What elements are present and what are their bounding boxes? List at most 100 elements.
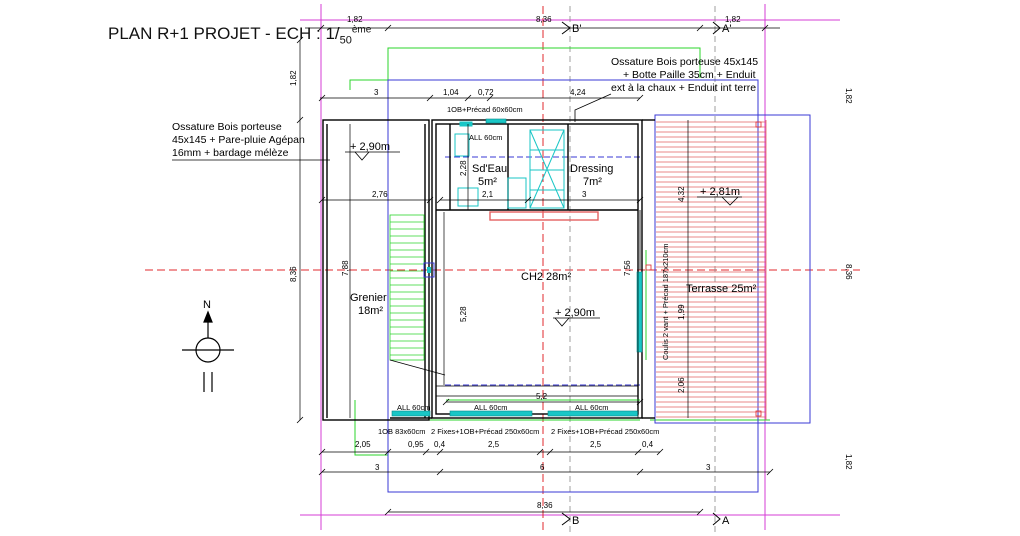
windows bbox=[391, 118, 643, 417]
dimension-tick bbox=[766, 468, 774, 476]
terrace-hatching bbox=[656, 120, 767, 420]
dimension-tick bbox=[426, 196, 434, 204]
dim-right-cut-b: 8,36 bbox=[844, 264, 853, 280]
plan-title: PLAN R+1 PROJET - ECH : 1/50ème bbox=[108, 24, 371, 46]
room-ch2-label: CH2 28m² bbox=[521, 271, 571, 283]
dimension-tick bbox=[384, 508, 392, 516]
room-dressing-name: Dressing bbox=[570, 163, 613, 175]
dimension-tick bbox=[524, 196, 532, 204]
note-right-wall: Ossature Bois porteuse 45x145 + Botte Pa… bbox=[574, 56, 758, 122]
dimension-tick bbox=[696, 508, 704, 516]
section-mark-b-bottom: B bbox=[561, 512, 579, 527]
dimension-tick bbox=[384, 448, 392, 456]
dimension-tick bbox=[296, 416, 304, 424]
dim-top-left: 1,82 bbox=[347, 15, 363, 24]
section-mark-a-bottom: A bbox=[712, 512, 730, 527]
dimension-tick bbox=[696, 24, 704, 32]
dim-199: 1,99 bbox=[677, 304, 686, 320]
stairs bbox=[389, 214, 446, 376]
level-marker-terrasse: + 2,81m bbox=[697, 186, 742, 206]
dim-432: 4,32 bbox=[677, 186, 686, 202]
dim-bb-6: 6 bbox=[540, 463, 545, 472]
dimension-tick bbox=[436, 468, 444, 476]
dim-bb-3b: 3 bbox=[706, 463, 711, 472]
note-left-wall: Ossature Bois porteuse 45x145 + Pare-plu… bbox=[172, 121, 330, 161]
note-left-line-3: 16mm + bardage mélèze bbox=[172, 147, 289, 159]
dim-104: 1,04 bbox=[443, 88, 459, 97]
dim-right-cut-c: 1,82 bbox=[844, 454, 853, 470]
room-sdeau-name: Sd'Eau bbox=[472, 163, 507, 175]
dim-52: 5,2 bbox=[536, 392, 548, 401]
section-a-top-label: A' bbox=[722, 23, 731, 35]
dimension-tick bbox=[636, 468, 644, 476]
dim-bottom-total: 8,36 bbox=[537, 501, 553, 510]
dimension-tick bbox=[318, 196, 326, 204]
dimension-tick bbox=[318, 448, 326, 456]
dim-b-04b: 0,4 bbox=[642, 440, 654, 449]
dimension-tick bbox=[636, 398, 644, 406]
level-marker-grenier: + 2,90m bbox=[345, 141, 400, 161]
dim-228: 2,28 bbox=[459, 160, 468, 176]
dim-788: 7,88 bbox=[341, 260, 350, 276]
section-b-bottom-label: B bbox=[572, 515, 579, 527]
dimension-tick bbox=[436, 448, 444, 456]
dim-206: 2,06 bbox=[677, 377, 686, 393]
grey-axis-lines bbox=[569, 6, 716, 532]
level-marker-ch2: + 2,90m bbox=[553, 307, 600, 327]
dim-21: 2,1 bbox=[482, 190, 494, 199]
section-a-bottom-label: A bbox=[722, 515, 730, 527]
window-coulis-label: Coulis 2 vant + Précad 187x210cm bbox=[661, 243, 670, 360]
window-all-grenier-label: ALL 60cm bbox=[397, 403, 431, 412]
dimension-tick bbox=[318, 468, 326, 476]
window-bottom-left-label: 1OB 83x60cm bbox=[378, 427, 426, 436]
dimension-tick bbox=[634, 448, 642, 456]
level-grenier-label: + 2,90m bbox=[350, 141, 390, 153]
dimension-tick bbox=[317, 24, 325, 32]
window-bottom-right-label: 2 Fixes+1OB+Précad 250x60cm bbox=[551, 427, 659, 436]
dim-left-top: 1,82 bbox=[289, 70, 298, 86]
dimension-tick bbox=[656, 448, 664, 456]
dimension-tick bbox=[422, 448, 430, 456]
dim-276: 2,76 bbox=[372, 190, 388, 199]
note-right-line-3: ext à la chaux + Enduit int terre bbox=[611, 82, 756, 94]
dimension-lines bbox=[299, 27, 780, 513]
dimension-tick bbox=[536, 448, 544, 456]
green-outline bbox=[349, 47, 770, 456]
dimension-tick bbox=[636, 196, 644, 204]
dim-424: 4,24 bbox=[570, 88, 586, 97]
downpipe-symbol bbox=[423, 262, 435, 278]
room-dressing-area: 7m² bbox=[583, 176, 602, 188]
note-left-line-1: Ossature Bois porteuse bbox=[172, 121, 282, 133]
plan-title-scale: 50 bbox=[339, 34, 352, 47]
red-pins bbox=[645, 121, 762, 417]
dim-072: 0,72 bbox=[478, 88, 494, 97]
dim-3-mid: 3 bbox=[582, 190, 587, 199]
dim-b-205: 2,05 bbox=[355, 440, 371, 449]
window-bottom-mid-label: 2 Fixes+1OB+Précad 250x60cm bbox=[431, 427, 539, 436]
dim-b-095: 0,95 bbox=[408, 440, 424, 449]
level-terrasse-label: + 2,81m bbox=[700, 186, 740, 198]
section-mark-b-top: B' bbox=[561, 21, 581, 35]
dimension-tick bbox=[426, 94, 434, 102]
dim-3-top: 3 bbox=[374, 88, 379, 97]
plan-title-scale-suffix: ème bbox=[351, 24, 372, 36]
compass-north-label: N bbox=[203, 299, 211, 311]
dimension-tick bbox=[636, 94, 644, 102]
dimension-ticks bbox=[296, 24, 774, 516]
dim-left-total: 8,36 bbox=[289, 266, 298, 282]
window-all-ch2-right-label: ALL 60cm bbox=[575, 403, 609, 412]
note-right-line-2: + Botte Paille 35cm + Enduit bbox=[623, 69, 756, 81]
plan-title-main: PLAN R+1 PROJET - ECH : 1/ bbox=[108, 24, 340, 43]
room-sdeau-area: 5m² bbox=[478, 176, 497, 188]
dimension-tick bbox=[296, 36, 304, 44]
dim-b-04a: 0,4 bbox=[434, 440, 446, 449]
dimension-tick bbox=[384, 24, 392, 32]
north-compass-icon: N bbox=[182, 299, 234, 392]
window-all-sdeau-label: ALL 60cm bbox=[469, 133, 503, 142]
note-right-line-1: Ossature Bois porteuse 45x145 bbox=[611, 56, 758, 68]
dim-b-25b: 2,5 bbox=[590, 440, 602, 449]
dimension-tick bbox=[436, 196, 444, 204]
note-left-line-2: 45x145 + Pare-pluie Agépan bbox=[172, 134, 305, 146]
level-ch2-label: + 2,90m bbox=[555, 307, 595, 319]
